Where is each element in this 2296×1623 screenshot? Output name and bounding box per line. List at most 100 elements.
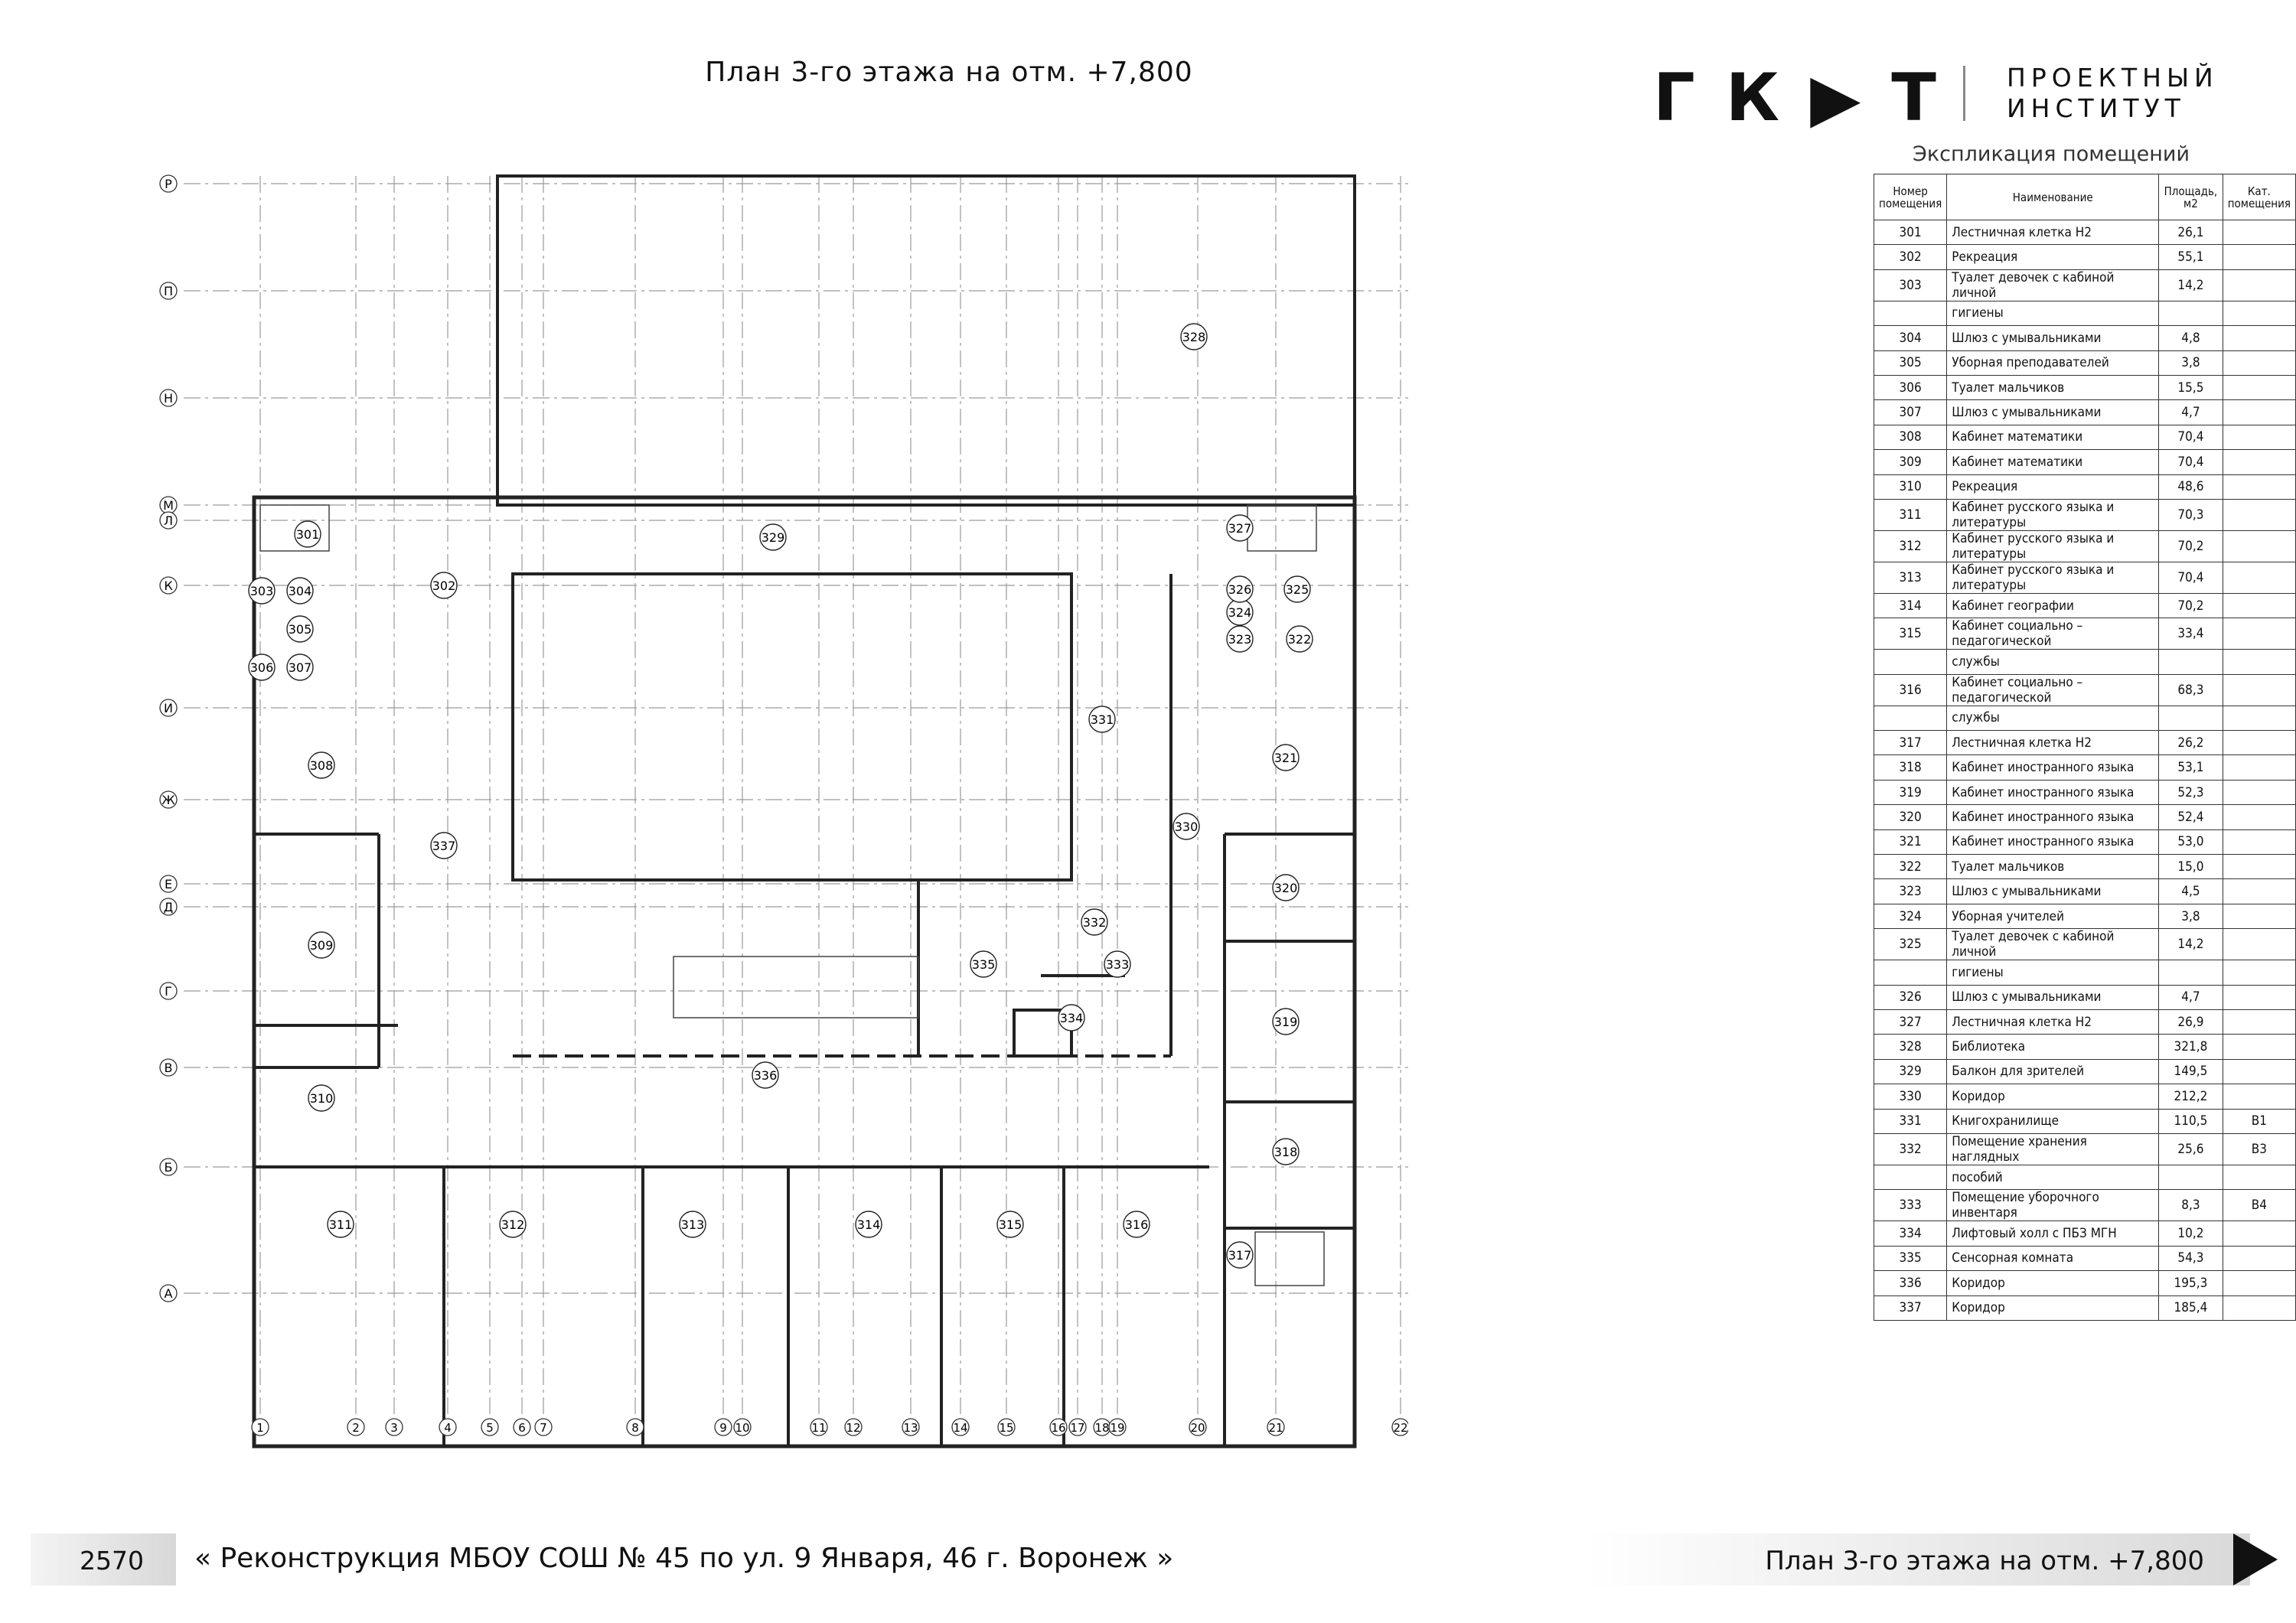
table-row: службы [1873, 705, 2296, 732]
cell-name: Кабинет социально – педагогической [1946, 673, 2160, 706]
col-axis-bubble: 5 [481, 1418, 499, 1436]
room-tag: 311 [327, 1211, 354, 1238]
cell-name: Кабинет иностранного языка [1946, 754, 2160, 781]
room-tag: 334 [1058, 1004, 1085, 1031]
cell-category [2222, 730, 2296, 756]
sheet-number-bar [31, 1533, 176, 1586]
room-tag: 332 [1081, 908, 1108, 936]
room-number: 319 [1274, 1015, 1298, 1029]
room-tag: 305 [286, 615, 314, 643]
room-number: 303 [250, 584, 274, 598]
cell-category [2222, 424, 2296, 451]
cell-category: В3 [2222, 1133, 2296, 1165]
cell-name: службы [1946, 705, 2160, 732]
row-axis-label: Г [165, 984, 172, 999]
cell-area: 15,5 [2158, 374, 2223, 401]
cell-area [2158, 1164, 2223, 1191]
cell-category [2222, 350, 2296, 376]
cell-name: Сенсорная комната [1946, 1245, 2160, 1272]
cell-area: 4,8 [2158, 325, 2223, 351]
room-tag: 304 [286, 577, 314, 605]
cell-number [1873, 1164, 1948, 1191]
explication-title: Экспликация помещений [1912, 142, 2190, 166]
room-tag: 308 [308, 751, 335, 779]
room-number: 305 [289, 622, 312, 637]
row-axis-label: П [164, 284, 173, 298]
cell-area: 3,8 [2158, 903, 2223, 930]
cell-name: Уборная преподавателей [1946, 350, 2160, 376]
room-tag: 313 [679, 1211, 706, 1238]
cell-number: 324 [1873, 903, 1948, 930]
row-axis-label: Е [165, 877, 172, 891]
room-number: 323 [1228, 632, 1252, 647]
lift-hall [1013, 1009, 1073, 1058]
cell-name: Лестничная клетка Н2 [1946, 1009, 2160, 1035]
room-number: 337 [432, 839, 456, 853]
cell-name: Туалет девочек с кабиной личной [1946, 928, 2160, 961]
sheet-title-bar [1584, 1533, 2250, 1586]
row-axis-bubble: П [159, 282, 178, 300]
col-axis-bubble: 7 [534, 1418, 553, 1436]
cell-number: 321 [1873, 829, 1948, 855]
explication-table: Номер помещения Наименование Площадь, м2… [1873, 174, 2296, 1321]
cell-name: Шлюз с умывальниками [1946, 325, 2160, 351]
cell-category [2222, 561, 2296, 594]
cell-category [2222, 878, 2296, 904]
row-axis-bubble: Р [159, 174, 178, 193]
cell-category [2222, 325, 2296, 351]
cell-number: 325 [1873, 928, 1948, 961]
cell-category [2222, 1034, 2296, 1060]
cell-category [2222, 300, 2296, 327]
row-axis-bubble: В [159, 1058, 178, 1077]
cell-name: Библиотека [1946, 1034, 2160, 1060]
room-tag: 316 [1123, 1211, 1150, 1238]
cell-area: 70,3 [2158, 498, 2223, 531]
cell-number: 303 [1873, 269, 1948, 301]
table-row: гигиены [1873, 300, 2296, 327]
room-number: 310 [310, 1091, 334, 1106]
cell-number: 307 [1873, 399, 1948, 425]
row-axis-bubble: Д [159, 898, 178, 916]
cell-name: Кабинет иностранного языка [1946, 829, 2160, 855]
room-number: 317 [1228, 1248, 1252, 1263]
col-axis-label: 9 [719, 1421, 727, 1435]
cell-name: Шлюз с умывальниками [1946, 878, 2160, 904]
row-axis-label: И [164, 701, 173, 715]
room-tag: 319 [1272, 1008, 1300, 1035]
col-axis-bubble: 16 [1049, 1418, 1068, 1436]
cell-area: 15,0 [2158, 854, 2223, 880]
cell-category [2222, 903, 2296, 930]
col-axis-label: 17 [1070, 1421, 1084, 1435]
cell-number: 301 [1873, 219, 1948, 246]
cell-number: 304 [1873, 325, 1948, 351]
row-axis-bubble: Е [159, 875, 178, 893]
amphitheater-steps [673, 956, 919, 1018]
cell-number: 313 [1873, 561, 1948, 594]
cell-category [2222, 829, 2296, 855]
row-axis-bubble: Н [159, 389, 178, 407]
cell-category [2222, 1084, 2296, 1110]
cell-area: 48,6 [2158, 474, 2223, 500]
cell-area: 321,8 [2158, 1034, 2223, 1060]
room-tag: 330 [1172, 813, 1200, 840]
row-axis-label: Ж [161, 793, 174, 807]
room-tag: 326 [1226, 575, 1254, 603]
cell-category: В4 [2222, 1189, 2296, 1222]
col-axis-label: 4 [444, 1421, 452, 1435]
table-row: службы [1873, 649, 2296, 675]
page-title: План 3-го этажа на отм. +7,800 [705, 57, 1193, 88]
